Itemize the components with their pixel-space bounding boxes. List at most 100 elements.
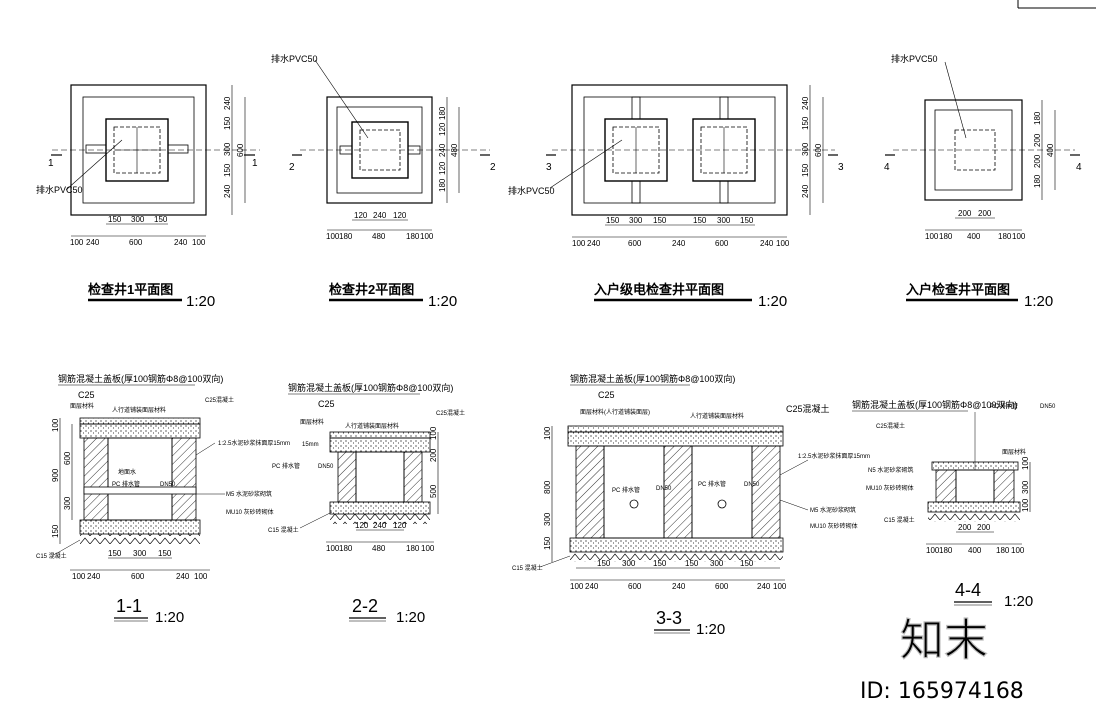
s3-dim-bi2: 150 [653, 559, 667, 568]
s3-dn2: DN50 [744, 482, 760, 488]
plan-1-dim-rtotal: 600 [236, 143, 245, 157]
s1-scale: 1:20 [155, 609, 184, 626]
plan-3-dim-bo6: 100 [776, 239, 790, 248]
plan-2-dim-r0: 180 [438, 106, 447, 120]
s3-pc2: PC 排水管 [698, 480, 726, 488]
plan-3-pipe-label: 排水PVC50 [508, 185, 555, 196]
s3-dim-l0: 100 [543, 426, 552, 440]
s4-label: 4-4 [955, 580, 981, 600]
s2-note-top: 钢筋混凝土盖板(厚100钢筋Φ8@100双向) [288, 382, 453, 393]
s4-dim-r0: 100 [1021, 456, 1030, 470]
plan-3-dim-bo3: 240 [672, 239, 686, 248]
plan-1-cut-mark-left: 1 [48, 158, 54, 169]
s4-dim-bi0: 200 [958, 523, 972, 532]
plan-2: 2 2 排水PVC50 180 120 240 120 180 480 120 … [271, 53, 496, 310]
s1-dims-left: 100 600 300 900 150 [51, 418, 73, 544]
s4-dims-bottom: 200 200 100 180 400 180 100 [926, 523, 1025, 555]
plan-4-dim-r1: 200 [1033, 133, 1042, 147]
s1-c25: C25 [78, 390, 95, 400]
s3-mu: MU10 灰砂砖砌体 [810, 522, 858, 530]
plan-3-dim-bi0: 150 [606, 216, 620, 225]
plan-3-dim-bo0: 100 [572, 239, 586, 248]
s1-label: 1-1 [116, 596, 142, 616]
plan-3-dim-r4: 240 [801, 184, 810, 198]
plan-3-dim-bi1: 300 [629, 216, 643, 225]
s4-pc: PC 排水管 [990, 402, 1018, 410]
plan-4-dim-bi1: 200 [978, 209, 992, 218]
s3-middle-wall [663, 445, 693, 539]
plan-2-dim-bo0: 100 [326, 232, 340, 241]
s4-dim-bo3: 180 [996, 546, 1010, 555]
s1-dim-bi2: 150 [158, 549, 172, 558]
s2-dims-right: 100 200 500 [429, 426, 439, 514]
plan-3-dim-bi4: 300 [717, 216, 731, 225]
plan-3-dim-rtotal: 600 [814, 143, 823, 157]
plan-2-dim-bi0: 120 [354, 211, 368, 220]
s2-paving2: 人行道铺装面层材料 [345, 422, 399, 430]
s2-left-wall [337, 451, 357, 503]
plan-2-dim-r1: 120 [438, 122, 447, 136]
plan-3-dim-r3: 150 [801, 163, 810, 177]
plan-1-scale: 1:20 [186, 293, 215, 310]
s2-c25: C25 [318, 399, 335, 409]
s2-scale: 1:20 [396, 609, 425, 626]
plan-4-cut-mark-right: 4 [1076, 162, 1082, 173]
s1-water: 地面水 [118, 468, 136, 476]
plan-3-dim-r2: 300 [801, 142, 810, 156]
plan-3-dim-r0: 240 [801, 96, 810, 110]
s3-dim-bo6: 100 [773, 582, 787, 591]
s2-c15: C15 混凝土 [268, 526, 299, 534]
plan-4-dim-rtotal: 400 [1046, 143, 1055, 157]
s4-dims-right: 100 300 100 [1021, 456, 1031, 512]
s2-dim-bi0: 120 [355, 521, 369, 530]
plan-1-dim-bo1: 240 [86, 238, 100, 247]
s2-dim-bo2: 480 [372, 544, 386, 553]
s4-c15: C15 混凝土 [884, 516, 915, 524]
s2-pc: PC 排水管 [272, 462, 300, 470]
plan-2-dim-bi2: 120 [393, 211, 407, 220]
s3-right-wall [751, 445, 781, 539]
s4-dim-bo2: 400 [968, 546, 982, 555]
s3-dim-bo3: 240 [672, 582, 686, 591]
plan-4-dims-bottom: 200 200 100 180 400 180 100 [925, 209, 1026, 241]
s2-paving: 面层材料 [300, 418, 324, 426]
plan-4-dim-bo4: 100 [1012, 232, 1026, 241]
plan-2-dim-r2: 240 [438, 143, 447, 157]
s3-paving2: 人行道铺装面层材料 [690, 412, 744, 420]
plan-1-pipe-label: 排水PVC50 [36, 184, 83, 195]
s3-dim-bo2: 600 [628, 582, 642, 591]
s1-c15: C15 混凝土 [36, 552, 67, 560]
s1-right-wall [171, 437, 197, 521]
s3-dim-l1: 800 [543, 480, 552, 494]
plan-4-dim-bo1: 180 [939, 232, 953, 241]
plan-3-title: 入户级电检查井平面图 [594, 282, 724, 297]
s2-dim-bo1: 180 [339, 544, 353, 553]
s1-mu: MU10 灰砂砖砌体 [226, 508, 274, 516]
plan-2-dim-bo4: 100 [420, 232, 434, 241]
s3-dim-bi5: 150 [740, 559, 754, 568]
s4-dim-r2: 100 [1021, 498, 1030, 512]
s2-mm: 15mm [302, 442, 319, 448]
s3-c15: C15 混凝土 [512, 564, 543, 572]
s4-note-top: 钢筋混凝土盖板(厚100钢筋Φ8@100双向) [852, 399, 1017, 410]
s1-c25-side: C25混凝土 [205, 396, 234, 404]
s3-dn1: DN50 [656, 486, 672, 492]
s1-m5: M5 水泥砂浆砌筑 [226, 490, 272, 498]
s2-dim-r0: 100 [429, 426, 438, 440]
plan-3-dim-bo4: 600 [715, 239, 729, 248]
s3-dim-bi0: 150 [597, 559, 611, 568]
plan-2-dim-bo2: 480 [372, 232, 386, 241]
plan-3: 3 3 排水PVC50 240 150 300 150 240 600 150 … [508, 84, 844, 310]
s2-dim-bo3: 180 [406, 544, 420, 553]
plan-2-dim-bo3: 180 [406, 232, 420, 241]
s2-c25-side: C25混凝土 [436, 409, 465, 417]
plan-4-dim-bo0: 100 [925, 232, 939, 241]
s1-dn: DN50 [160, 482, 176, 488]
plan-2-dims-bottom: 120 240 120 100 180 480 180 100 [326, 211, 434, 241]
plan-1-dim-bi1: 300 [131, 215, 145, 224]
plan-3-cut-mark-left: 3 [546, 162, 552, 173]
s3-dim-bo1: 240 [585, 582, 599, 591]
s3-left-wall [575, 445, 605, 539]
plan-1-dim-r1: 150 [223, 116, 232, 130]
